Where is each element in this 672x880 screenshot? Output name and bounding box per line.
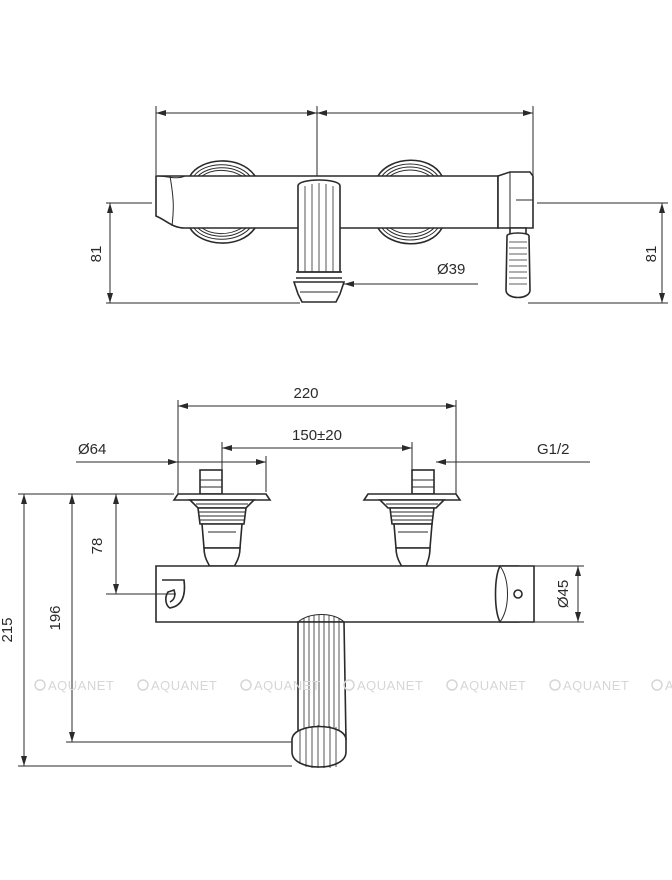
arrow xyxy=(659,293,665,303)
watermark-logo-icon xyxy=(34,679,46,691)
watermark-text: AQUANET xyxy=(151,678,217,693)
arrow xyxy=(222,445,232,451)
dim-81-right-label: 81 xyxy=(643,246,660,263)
left-inlet xyxy=(172,469,272,567)
arrow xyxy=(21,494,27,504)
arrow xyxy=(168,459,178,465)
dim-196-label: 196 xyxy=(47,605,64,630)
thread-label: G1/2 xyxy=(537,441,570,458)
arrow xyxy=(107,293,113,303)
arrow xyxy=(446,403,456,409)
arrow xyxy=(113,494,119,504)
dim-45-label: Ø45 xyxy=(555,580,572,608)
dim-215-label: 215 xyxy=(0,617,16,642)
watermark-text: AQUANET xyxy=(48,678,114,693)
watermark-item: AQUANET xyxy=(343,678,423,693)
dim-39-label: Ø39 xyxy=(437,261,465,278)
watermark-text: AQUANET xyxy=(563,678,629,693)
dim-150-label: 150±20 xyxy=(292,427,342,444)
watermark-item: AQUANET xyxy=(137,678,217,693)
arrow xyxy=(113,584,119,594)
right-inlet xyxy=(362,469,462,567)
diverter-dot xyxy=(513,589,523,599)
watermark-text: A xyxy=(665,678,672,693)
watermark-logo-icon xyxy=(240,679,252,691)
arrow xyxy=(659,203,665,213)
arrow xyxy=(156,110,166,116)
dim-64-label: Ø64 xyxy=(78,441,106,458)
watermark-item: AQUANET xyxy=(240,678,320,693)
arrow xyxy=(178,403,188,409)
watermark-item: A xyxy=(651,678,672,693)
dim-81-left-label: 81 xyxy=(88,246,105,263)
dim-78-label: 78 xyxy=(89,538,106,555)
watermark-logo-icon xyxy=(651,679,663,691)
diverter-handle-top xyxy=(497,171,534,299)
mixer-body-front xyxy=(155,565,520,623)
arrow xyxy=(523,110,533,116)
arrow xyxy=(69,494,75,504)
arrow xyxy=(575,612,581,622)
watermark-item: AQUANET xyxy=(446,678,526,693)
shower-holder xyxy=(162,579,186,609)
arrow xyxy=(344,281,354,287)
watermark-logo-icon xyxy=(137,679,149,691)
watermark-logo-icon xyxy=(549,679,561,691)
watermark-item: AQUANET xyxy=(34,678,114,693)
arrow xyxy=(107,203,113,213)
arrow xyxy=(256,459,266,465)
right-flange-top xyxy=(377,159,443,245)
arrow xyxy=(402,445,412,451)
watermark-text: AQUANET xyxy=(254,678,320,693)
left-flange-top xyxy=(189,160,256,244)
arrow xyxy=(317,110,327,116)
front-view: 220 150±20 Ø64 G1/2 xyxy=(0,385,590,768)
spout-top xyxy=(292,179,346,303)
top-view: 81 81 Ø39 xyxy=(88,106,668,304)
arrow xyxy=(69,732,75,742)
watermark-logo-icon xyxy=(446,679,458,691)
watermark-text: AQUANET xyxy=(357,678,423,693)
watermark-logo-icon xyxy=(343,679,355,691)
arrow xyxy=(575,566,581,576)
watermark-row: AQUANET AQUANET AQUANET AQUANET AQUANET … xyxy=(34,678,672,693)
spout-front xyxy=(291,614,347,768)
watermark-text: AQUANET xyxy=(460,678,526,693)
arrow xyxy=(307,110,317,116)
arrow xyxy=(21,756,27,766)
watermark-item: AQUANET xyxy=(549,678,629,693)
dim-220-label: 220 xyxy=(293,385,318,402)
arrow xyxy=(436,459,446,465)
